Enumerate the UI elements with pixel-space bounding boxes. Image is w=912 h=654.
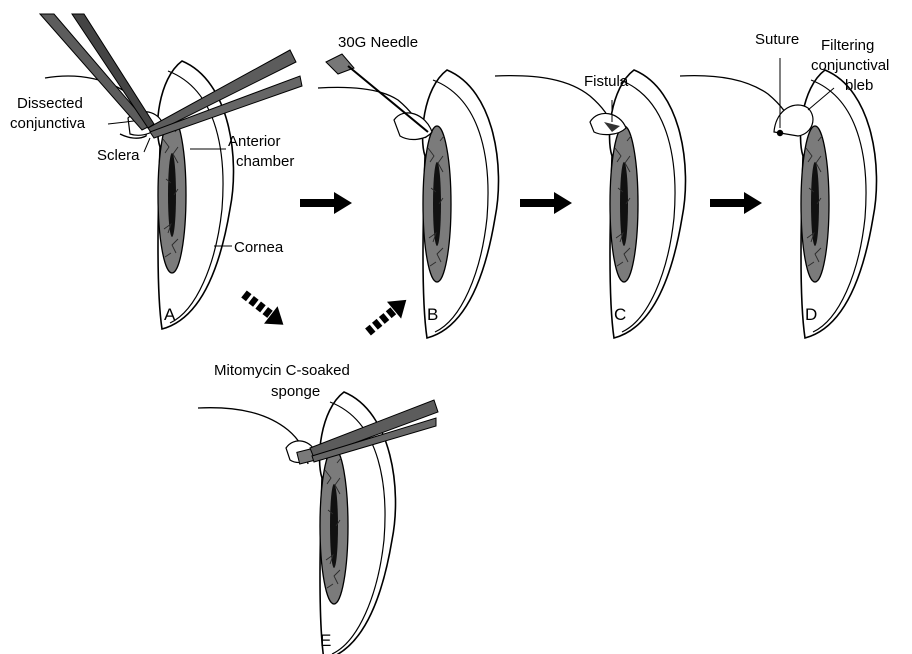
- panel-a: Dissected conjunctiva Sclera Anterior ch…: [10, 14, 302, 329]
- panel-label-b: B: [427, 305, 438, 324]
- panel-label-d: D: [805, 305, 817, 324]
- suture-knot: [777, 130, 783, 136]
- arrow-a-to-b: [300, 192, 352, 214]
- eye-a: [158, 61, 234, 329]
- panel-label-e: E: [320, 631, 331, 650]
- label-bleb-3: bleb: [845, 77, 873, 94]
- panel-b: 30G Needle B: [318, 34, 499, 338]
- needle-hub: [326, 54, 354, 74]
- label-dissected-1: Dissected: [17, 95, 83, 112]
- label-bleb-1: Filtering: [821, 37, 874, 54]
- label-dissected-2: conjunctiva: [10, 115, 86, 132]
- label-cornea: Cornea: [234, 239, 284, 256]
- panel-d: Suture Filtering conjunctival bleb D: [680, 31, 889, 338]
- panel-label-a: A: [164, 305, 176, 324]
- label-sponge-2: sponge: [271, 383, 320, 400]
- forceps-a-2: [72, 14, 154, 128]
- label-anterior-2: chamber: [236, 153, 294, 170]
- arrow-e-to-b: [361, 291, 413, 340]
- arrow-c-to-d: [710, 192, 762, 214]
- label-needle: 30G Needle: [338, 34, 418, 51]
- label-sclera: Sclera: [97, 147, 140, 164]
- leader-sclera: [144, 138, 150, 152]
- label-fistula: Fistula: [584, 73, 629, 90]
- eye-c: [610, 70, 686, 338]
- eye-d: [801, 70, 877, 338]
- eye-b: [423, 70, 499, 338]
- conjunctiva-b: [394, 113, 432, 140]
- label-suture: Suture: [755, 31, 799, 48]
- arrow-a-to-e: [237, 285, 290, 333]
- leader-bleb: [808, 88, 834, 110]
- needle-shaft: [348, 66, 428, 132]
- arrow-b-to-c: [520, 192, 572, 214]
- label-bleb-2: conjunctival: [811, 57, 889, 74]
- label-sponge-1: Mitomycin C-soaked: [214, 362, 350, 379]
- label-anterior-1: Anterior: [228, 133, 281, 150]
- panel-label-c: C: [614, 305, 626, 324]
- panel-e: Mitomycin C-soaked sponge E: [198, 362, 438, 654]
